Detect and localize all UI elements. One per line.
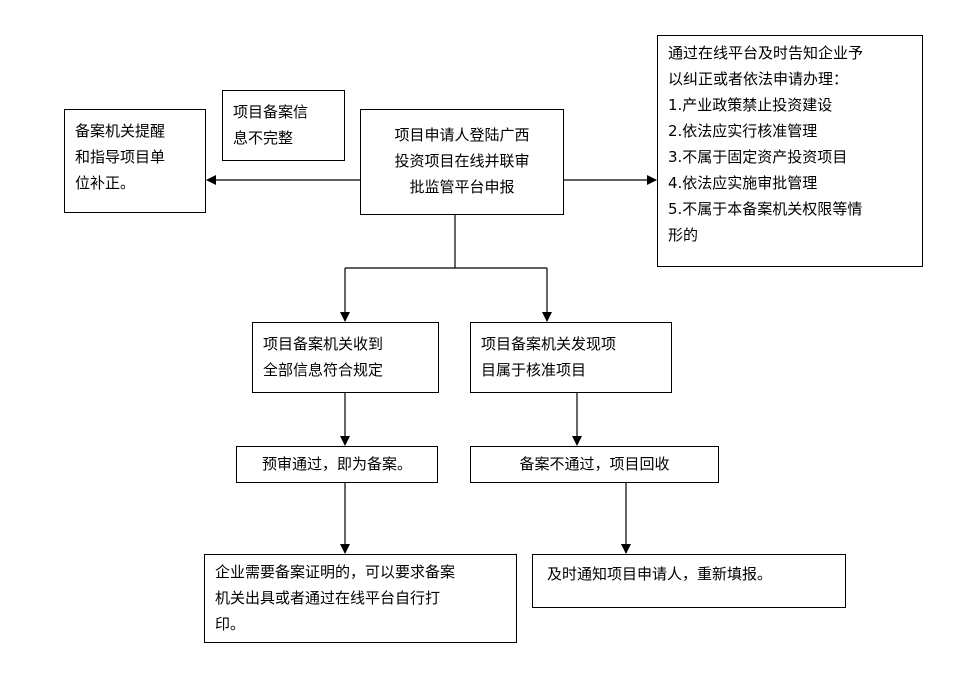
print-line-1: 企业需要备案证明的，可以要求备案 <box>215 563 456 581</box>
approval-found-line-2: 目属于核准项目 <box>481 361 587 379</box>
remind-line-1: 备案机关提醒 <box>75 122 166 140</box>
notify-box: 及时通知项目申请人，重新填报。 <box>532 554 846 608</box>
notice-line-1: 通过在线平台及时告知企业予 <box>668 44 864 62</box>
notice-line-4: 2.依法应实行核准管理 <box>668 122 818 140</box>
fail-text: 备案不通过，项目回收 <box>519 455 670 473</box>
notice-line-3: 1.产业政策禁止投资建设 <box>668 96 833 114</box>
remind-box: 备案机关提醒 和指导项目单 位补正。 <box>64 109 206 213</box>
print-line-2: 机关出具或者通过在线平台自行打 <box>215 589 441 607</box>
incomplete-line-1: 项目备案信 <box>233 103 309 121</box>
apply-line-2: 投资项目在线并联审 <box>394 152 530 170</box>
notice-box: 通过在线平台及时告知企业予 以纠正或者依法申请办理： 1.产业政策禁止投资建设 … <box>657 35 923 267</box>
notice-line-2: 以纠正或者依法申请办理： <box>668 70 849 88</box>
notice-line-5: 3.不属于固定资产投资项目 <box>668 148 848 166</box>
print-line-3: 印。 <box>215 615 246 633</box>
apply-line-1: 项目申请人登陆广西 <box>394 126 530 144</box>
received-box: 项目备案机关收到 全部信息符合规定 <box>252 322 439 393</box>
incomplete-line-2: 息不完整 <box>233 129 294 147</box>
notice-line-8: 形的 <box>668 226 699 244</box>
apply-line-3: 批监管平台申报 <box>409 178 515 196</box>
pass-box: 预审通过，即为备案。 <box>236 446 438 483</box>
notice-line-7: 5.不属于本备案机关权限等情 <box>668 200 863 218</box>
pass-text: 预审通过，即为备案。 <box>261 455 412 473</box>
received-line-2: 全部信息符合规定 <box>263 361 384 379</box>
received-line-1: 项目备案机关收到 <box>263 335 384 353</box>
fail-box: 备案不通过，项目回收 <box>470 446 719 483</box>
notice-line-6: 4.依法应实施审批管理 <box>668 174 818 192</box>
apply-box: 项目申请人登陆广西 投资项目在线并联审 批监管平台申报 <box>360 109 564 215</box>
print-box: 企业需要备案证明的，可以要求备案 机关出具或者通过在线平台自行打 印。 <box>204 554 517 643</box>
notify-text: 及时通知项目申请人，重新填报。 <box>547 565 773 583</box>
approval-found-line-1: 项目备案机关发现项 <box>481 335 617 353</box>
incomplete-info-label: 项目备案信 息不完整 <box>222 90 345 161</box>
remind-line-3: 位补正。 <box>75 174 136 192</box>
approval-found-box: 项目备案机关发现项 目属于核准项目 <box>470 322 672 393</box>
remind-line-2: 和指导项目单 <box>75 148 166 166</box>
